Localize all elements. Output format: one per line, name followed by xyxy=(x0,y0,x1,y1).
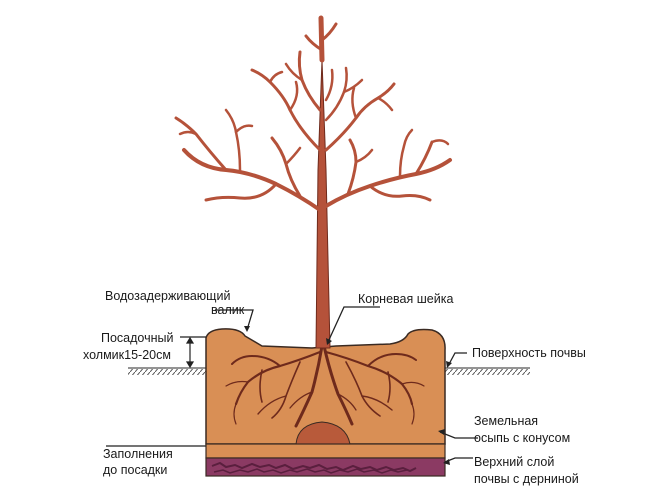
label-soil-cone: Земельная xyxy=(474,414,538,428)
label-water-ridge-2: валик xyxy=(211,303,245,317)
label-topsoil: Верхний слой xyxy=(474,455,554,469)
label-root-collar: Корневая шейка xyxy=(358,292,453,306)
topsoil-sod-layer xyxy=(205,457,446,477)
fill-layer xyxy=(205,443,446,459)
tree-roots xyxy=(225,344,425,428)
label-water-ridge: Водозадерживающий xyxy=(105,289,230,303)
label-topsoil-2: почвы с дерниной xyxy=(474,472,579,486)
label-planting-mound-2: холмик15-20см xyxy=(83,348,171,362)
ground-surface-left xyxy=(128,367,206,375)
label-soil-cone-2: осыпь с конусом xyxy=(474,431,570,445)
mound-height-marker xyxy=(180,336,206,369)
tree xyxy=(174,15,452,349)
leader-lines xyxy=(106,306,478,463)
tree-trunk xyxy=(315,59,331,349)
ground-surface-right xyxy=(445,367,530,375)
soil-cone xyxy=(295,421,351,445)
leader-arrowheads xyxy=(244,326,452,465)
label-fill: Заполнения xyxy=(103,447,173,461)
label-soil-surface: Поверхность почвы xyxy=(472,346,586,360)
label-fill-2: до посадки xyxy=(103,463,167,477)
label-planting-mound: Посадочный xyxy=(101,331,174,345)
